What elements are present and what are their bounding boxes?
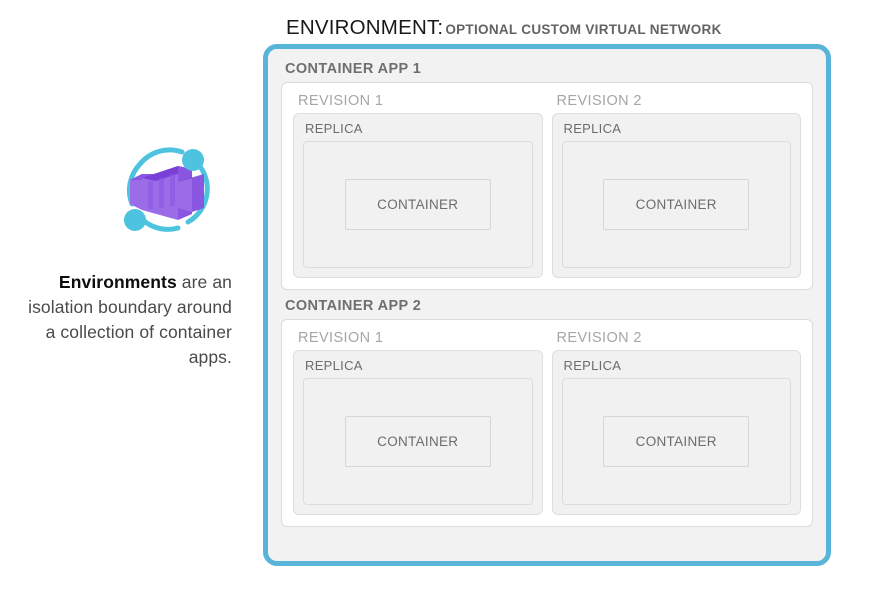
replica-label: REPLICA [563, 121, 622, 136]
revision-column: REVISION 2 REPLICA CONTAINER [551, 93, 801, 278]
revision-column: REVISION 1 REPLICA CONTAINER [293, 93, 543, 278]
container-box: CONTAINER [603, 416, 750, 467]
revision-column: REVISION 2 REPLICA CONTAINER [551, 330, 801, 515]
replica-inner-area: CONTAINER [303, 378, 533, 505]
revision-label: REVISION 1 [298, 93, 384, 109]
replica-box: REPLICA CONTAINER [551, 350, 801, 515]
revision-label: REVISION 2 [556, 93, 642, 109]
container-app-box: REVISION 1 REPLICA CONTAINER REVISION 2 … [281, 82, 813, 290]
container-app-label: CONTAINER APP 1 [285, 61, 422, 77]
replica-inner-area: CONTAINER [561, 141, 791, 268]
replica-box: REPLICA CONTAINER [293, 113, 543, 278]
left-info-panel: Environments are an isolation boundary a… [0, 0, 250, 593]
replica-box: REPLICA CONTAINER [551, 113, 801, 278]
revision-label: REVISION 1 [298, 330, 384, 346]
azure-container-apps-icon [112, 138, 220, 246]
replica-inner-area: CONTAINER [561, 378, 791, 505]
replica-inner-area: CONTAINER [303, 141, 533, 268]
container-box: CONTAINER [344, 179, 491, 230]
environment-title: ENVIRONMENT:OPTIONAL CUSTOM VIRTUAL NETW… [286, 16, 722, 40]
replica-box: REPLICA CONTAINER [293, 350, 543, 515]
container-box: CONTAINER [344, 416, 491, 467]
revision-column: REVISION 1 REPLICA CONTAINER [293, 330, 543, 515]
caption-rest: are an isolation boundary around a colle… [28, 272, 232, 367]
container-app-box: REVISION 1 REPLICA CONTAINER REVISION 2 … [281, 319, 813, 527]
container-app-group: CONTAINER APP 2 REVISION 1 REPLICA CONTA… [281, 298, 813, 527]
replica-label: REPLICA [305, 358, 363, 373]
replica-label: REPLICA [305, 121, 363, 136]
container-box: CONTAINER [603, 179, 750, 230]
environment-caption: Environments are an isolation boundary a… [14, 270, 232, 370]
environment-title-subtitle: OPTIONAL CUSTOM VIRTUAL NETWORK [445, 22, 722, 37]
container-app-label: CONTAINER APP 2 [285, 298, 422, 314]
caption-bold-lead: Environments [58, 272, 177, 292]
replica-label: REPLICA [563, 358, 622, 373]
revision-label: REVISION 2 [556, 330, 642, 346]
container-app-group: CONTAINER APP 1 REVISION 1 REPLICA CONTA… [281, 61, 813, 290]
environment-boundary: CONTAINER APP 1 REVISION 1 REPLICA CONTA… [263, 44, 831, 566]
environment-title-main: ENVIRONMENT: [286, 16, 444, 39]
